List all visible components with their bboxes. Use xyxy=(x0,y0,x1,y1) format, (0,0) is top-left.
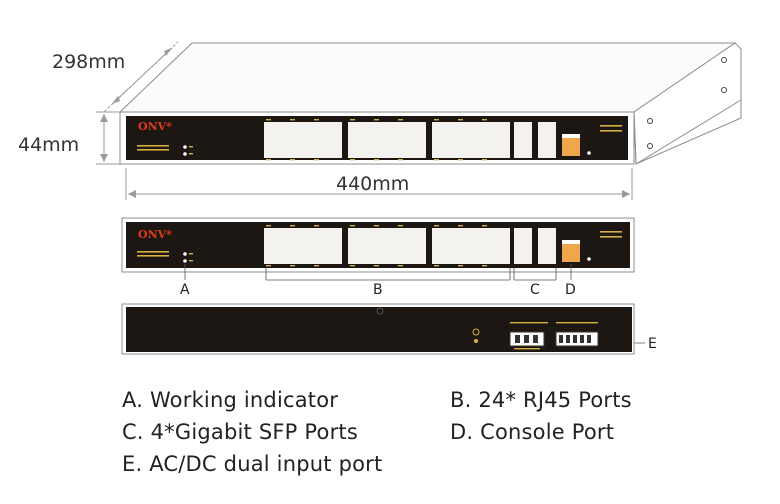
legend-item-c: C. 4*Gigabit SFP Ports xyxy=(122,420,358,444)
depth-dimension xyxy=(103,41,179,113)
legend-item-e: E. AC/DC dual input port xyxy=(122,452,383,476)
switch-3d-view xyxy=(118,42,742,165)
callout-b: B xyxy=(373,282,383,298)
height-dimension xyxy=(96,111,120,165)
brand-logo: ONV* xyxy=(138,120,172,133)
callout-a: A xyxy=(180,282,190,298)
depth-label: 298mm xyxy=(52,51,125,73)
height-label: 44mm xyxy=(18,134,79,156)
callout-d: D xyxy=(565,282,576,298)
callout-e: E xyxy=(648,336,657,352)
width-dimension xyxy=(125,168,633,200)
legend-item-b: B. 24* RJ45 Ports xyxy=(450,388,632,412)
callout-c: C xyxy=(530,282,540,298)
rear-panel xyxy=(121,303,635,355)
legend-item-a: A. Working indicator xyxy=(122,388,339,412)
front-panel-top: ONV* xyxy=(119,111,635,165)
front-panel-middle: ONV* xyxy=(121,217,635,273)
width-label: 440mm xyxy=(336,173,409,195)
brand-logo-2: ONV* xyxy=(138,228,172,241)
legend-item-d: D. Console Port xyxy=(450,420,615,444)
side-screws xyxy=(647,57,727,149)
